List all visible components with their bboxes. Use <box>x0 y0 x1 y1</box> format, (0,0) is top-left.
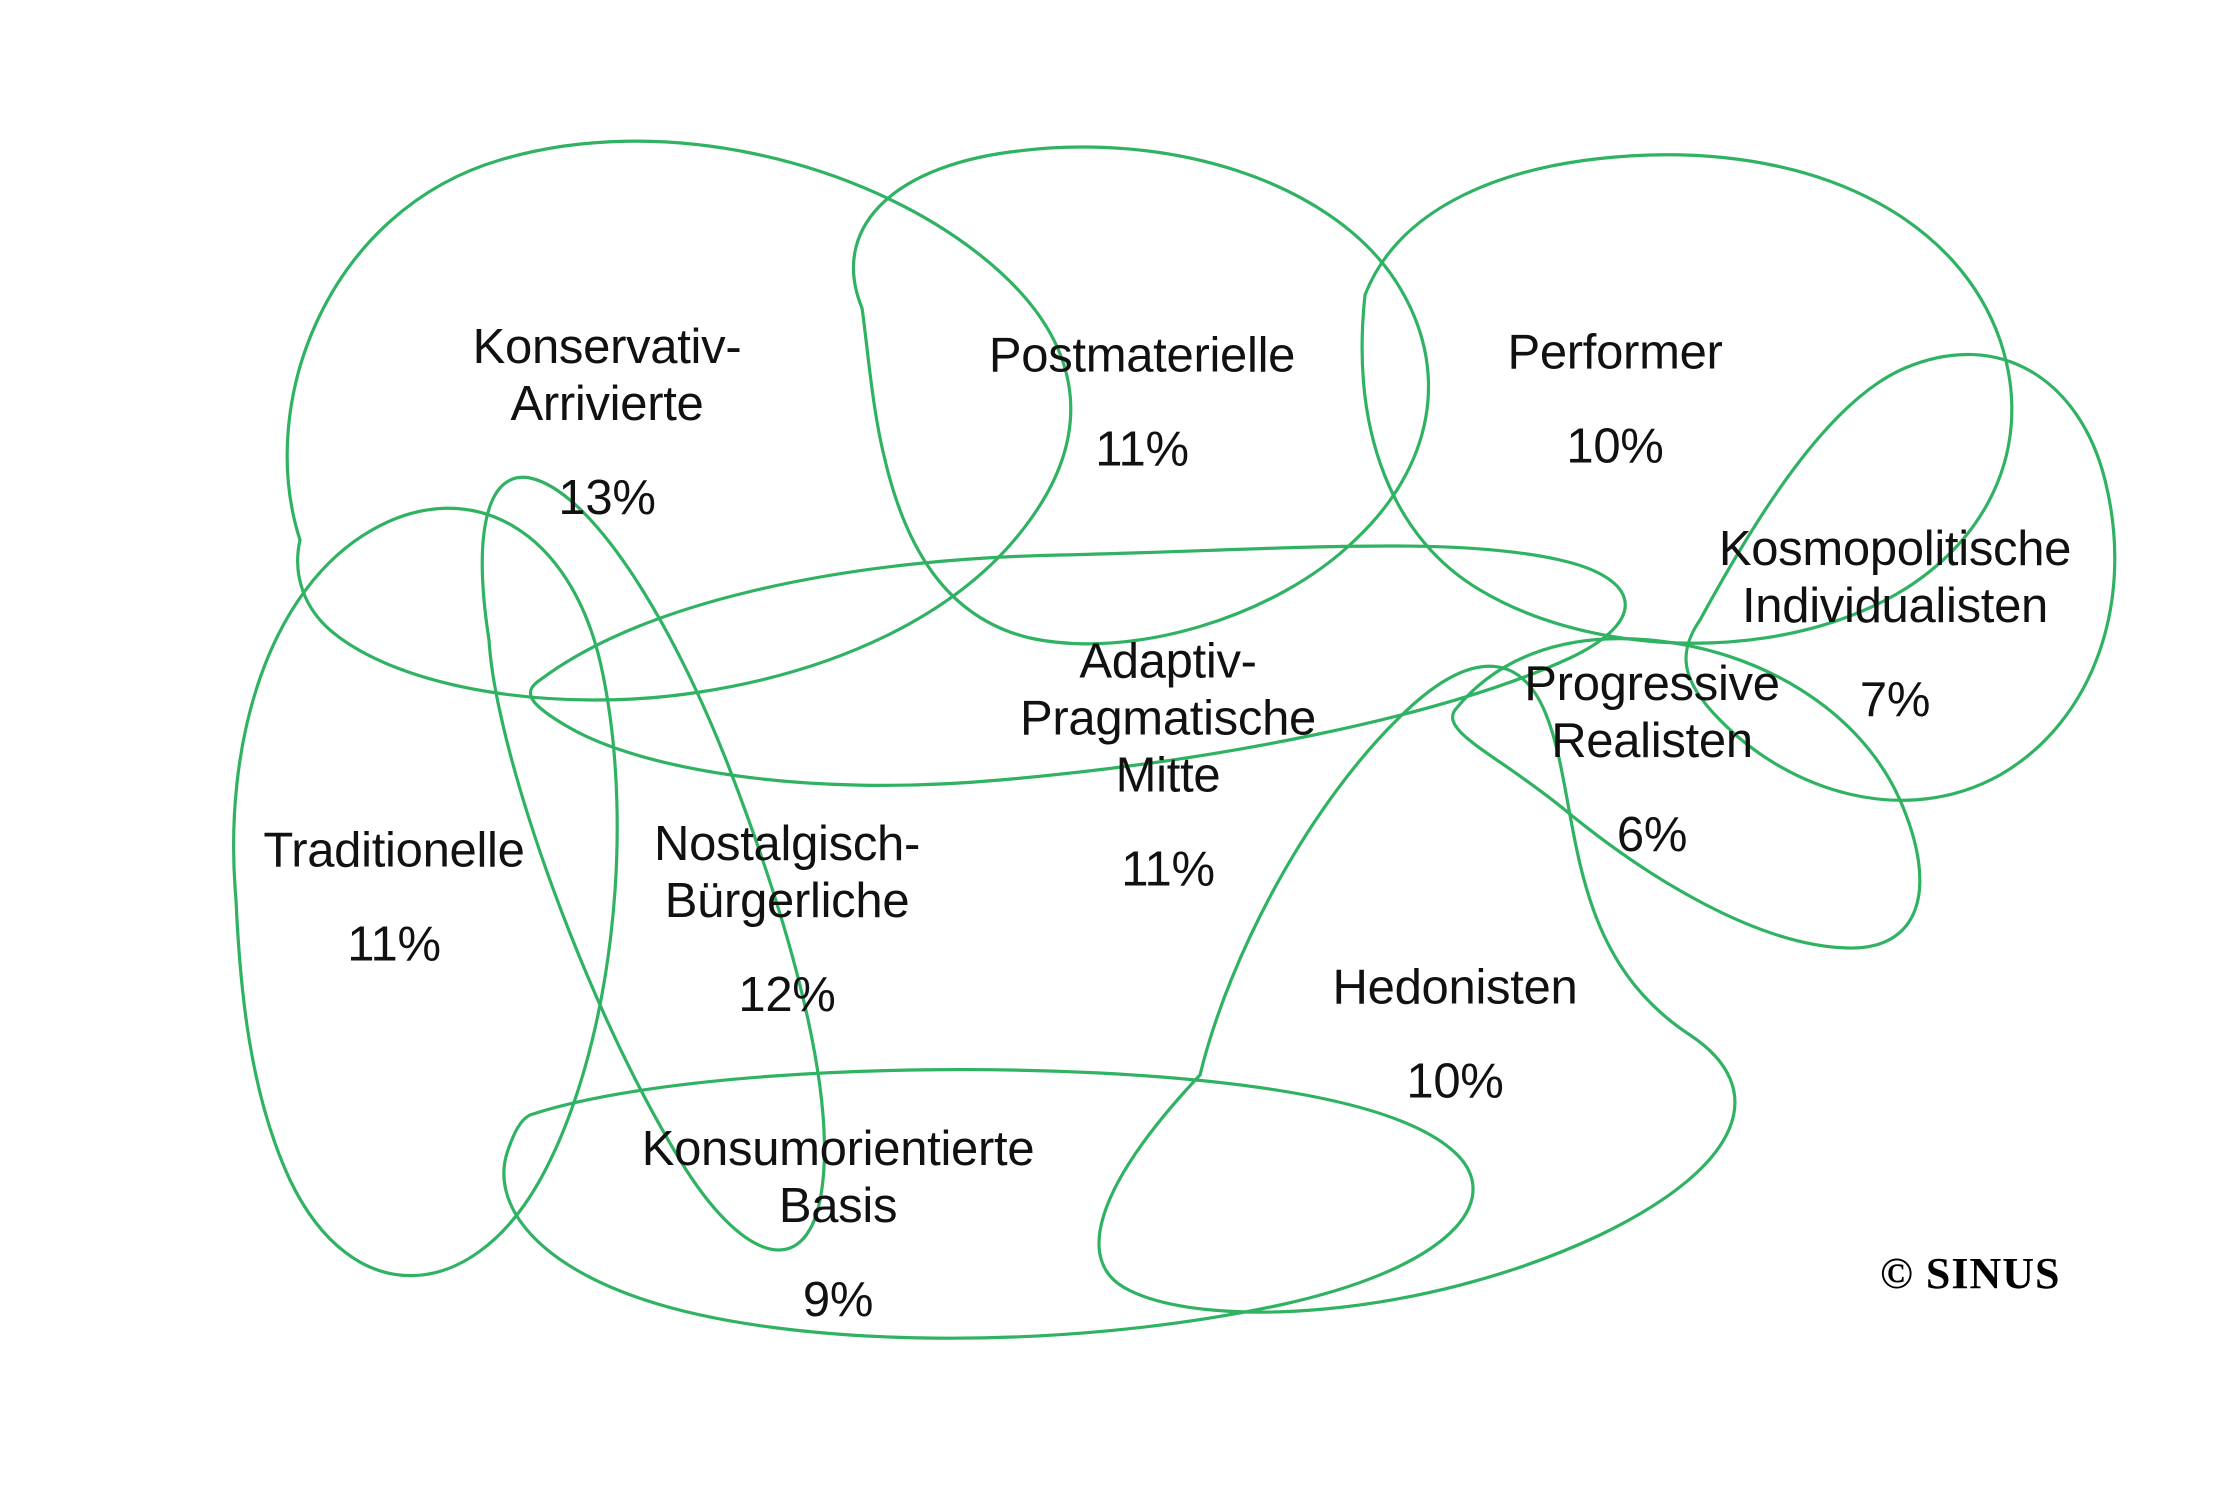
milieu-name: Traditionelle <box>263 823 525 878</box>
milieu-label-kosmopolitische-individualisten: Kosmopolitische Individualisten 7% <box>1718 484 2072 766</box>
shape-konservativ-arrivierte <box>285 139 1073 702</box>
milieu-label-konservativ-arrivierte: Konservativ- Arrivierte 13% <box>473 282 742 564</box>
milieu-label-traditionelle: Traditionelle 11% <box>263 786 525 1011</box>
copyright-notice: © SINUS <box>1880 1249 2061 1298</box>
milieu-share: 13% <box>558 470 656 525</box>
milieu-share: 11% <box>1121 842 1215 897</box>
shape-performer <box>1360 153 2014 645</box>
shape-postmaterielle <box>851 145 1431 646</box>
shape-progressive-realisten <box>1451 637 1922 950</box>
milieu-share: 10% <box>1406 1054 1504 1109</box>
shape-hedonisten <box>1097 664 1737 1314</box>
milieu-share: 12% <box>738 967 836 1022</box>
milieu-label-progressive-realisten: Progressive Realisten 6% <box>1524 619 1780 901</box>
shape-nostalgisch-buergerliche <box>480 475 827 1252</box>
shape-kosmopolitische-individualisten <box>1684 352 2117 802</box>
milieu-name: Konsumorientierte Basis <box>641 1122 1035 1234</box>
shape-konsumorientierte-basis <box>502 1067 1475 1340</box>
shape-traditionelle <box>232 506 619 1278</box>
milieu-label-performer: Performer 10% <box>1507 288 1722 513</box>
milieu-label-postmaterielle: Postmaterielle 11% <box>988 291 1296 516</box>
milieu-share: 9% <box>802 1272 874 1327</box>
milieu-name: Hedonisten <box>1332 960 1578 1015</box>
milieu-name: Nostalgisch- Bürgerliche <box>654 817 920 929</box>
milieu-name: Performer <box>1507 325 1723 380</box>
milieu-name: Postmaterielle <box>988 328 1296 383</box>
milieu-label-nostalgisch-buergerliche: Nostalgisch- Bürgerliche 12% <box>654 779 920 1061</box>
milieu-label-hedonisten: Hedonisten 10% <box>1333 923 1578 1148</box>
milieu-label-konsumorientierte-basis: Konsumorientierte Basis 9% <box>642 1084 1035 1366</box>
milieu-name: Progressive Realisten <box>1524 657 1780 769</box>
milieu-share: 11% <box>1095 422 1189 477</box>
milieu-name: Konservativ- Arrivierte <box>472 320 742 432</box>
milieu-share: 7% <box>1859 672 1931 727</box>
milieu-label-adaptiv-pragmatische-mitte: Adaptiv- Pragmatische Mitte 11% <box>1020 597 1316 936</box>
shape-adaptiv-pragmatische-mitte <box>529 544 1627 787</box>
milieu-share: 10% <box>1566 419 1664 474</box>
milieu-share: 11% <box>347 917 441 972</box>
milieu-name: Kosmopolitische Individualisten <box>1718 522 2072 634</box>
milieu-share: 6% <box>1616 807 1688 862</box>
milieu-name: Adaptiv- Pragmatische Mitte <box>1020 634 1316 803</box>
